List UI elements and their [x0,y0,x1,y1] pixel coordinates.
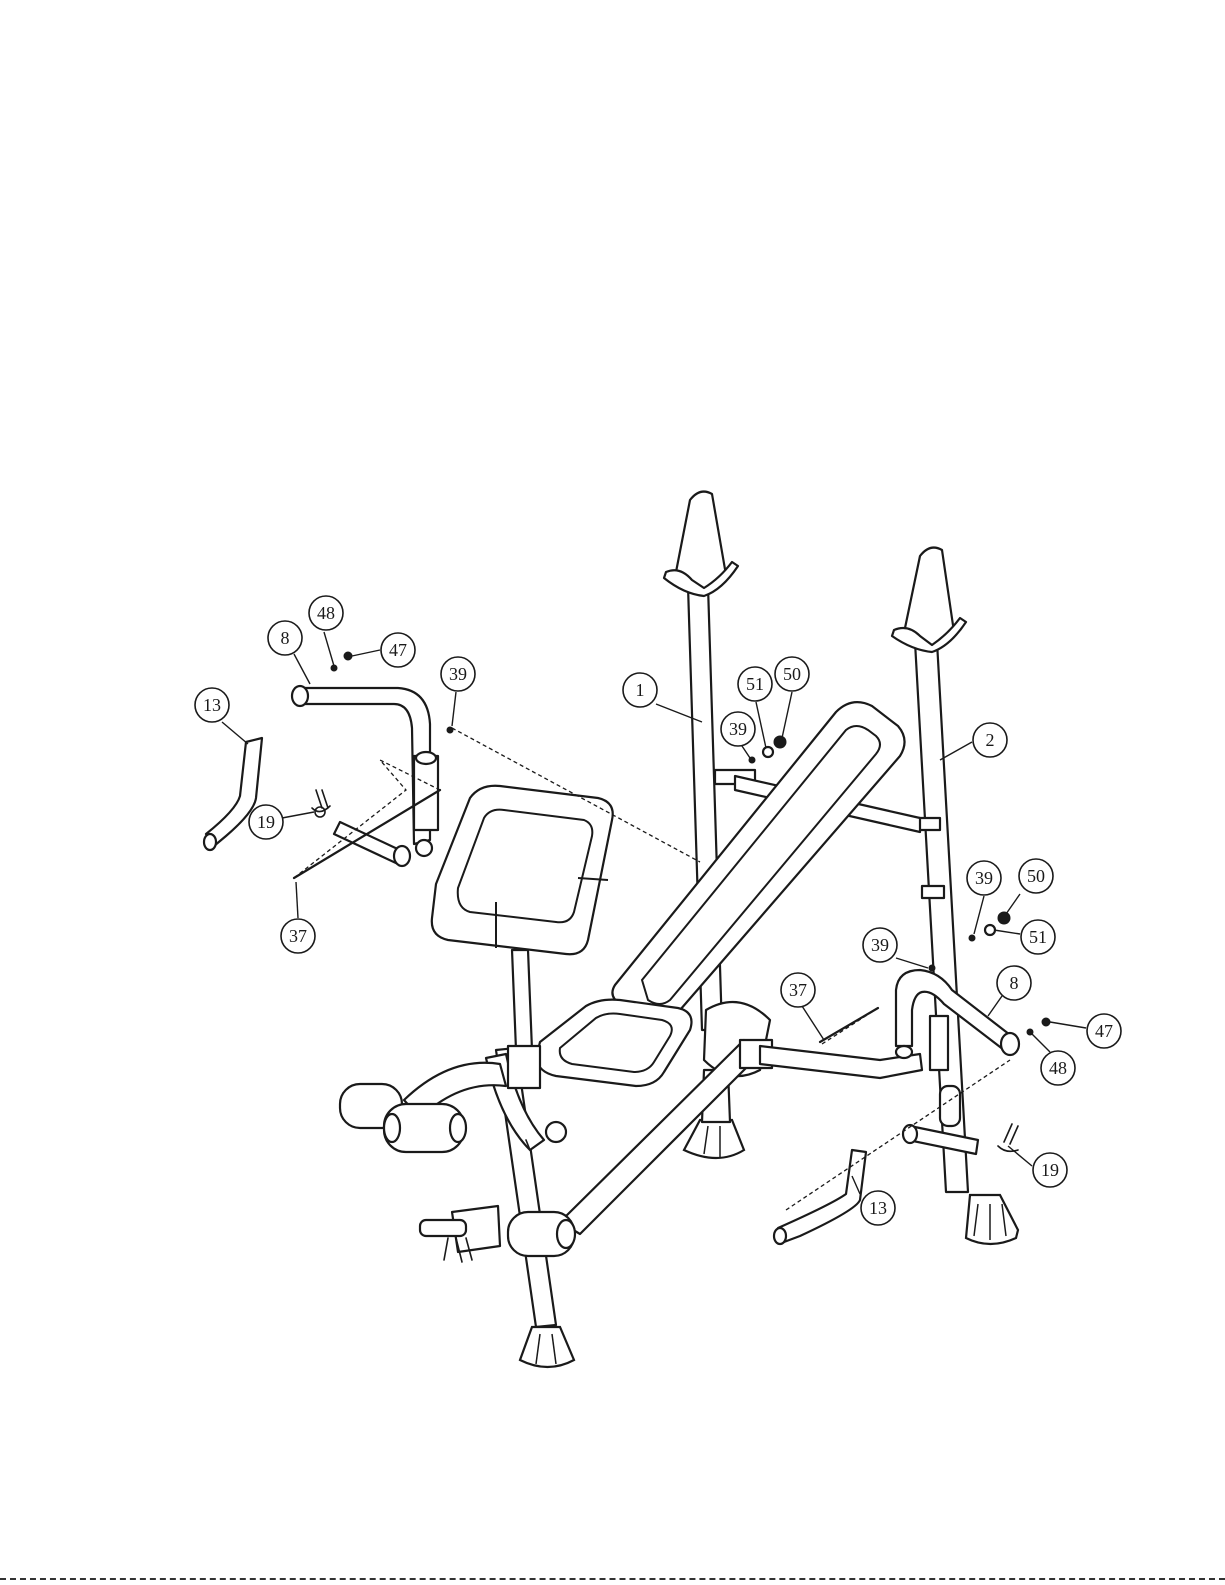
svg-text:1: 1 [636,680,645,700]
front-leg-bracket [508,1046,540,1088]
svg-text:8: 8 [1010,973,1019,993]
callout-47-left: 47 [381,633,415,667]
callout-37-right: 37 [781,973,815,1007]
right-nut-39-lower [929,965,935,971]
svg-text:47: 47 [1095,1021,1113,1041]
upright-2-foot [966,1195,1018,1244]
right-arm-sleeve [930,1016,948,1070]
upright-2-bracket-upper [918,818,940,830]
callout-8-left: 8 [268,621,302,655]
svg-text:47: 47 [389,640,407,660]
callout-19-left: 19 [249,805,283,839]
svg-text:19: 19 [257,812,275,832]
front-leg-foot [520,1327,574,1367]
right-nut-47 [1042,1018,1050,1026]
front-leg [486,1046,574,1367]
svg-text:39: 39 [975,868,993,888]
left-pin-19 [312,790,410,866]
mid-washer-51 [763,747,773,757]
svg-text:13: 13 [869,1198,887,1218]
svg-text:19: 19 [1041,1160,1059,1180]
front-pad-post [512,950,532,1050]
front-pad [432,786,613,954]
left-nut-47 [344,652,352,660]
callout-50-right: 50 [1019,859,1053,893]
left-arm-8 [292,686,438,856]
right-handle-13 [778,1150,866,1242]
callout-2: 2 [973,723,1007,757]
right-nut-39-upper [969,935,975,941]
upright-2-bracket-lower [922,886,944,898]
right-washer-51 [985,925,995,935]
callout-13-right: 13 [861,1191,895,1225]
right-knob-50 [998,912,1010,924]
svg-text:50: 50 [1027,866,1045,886]
callout-39-mid: 39 [721,712,755,746]
callout-39-right-upper: 39 [967,861,1001,895]
callout-1: 1 [623,673,657,707]
svg-text:8: 8 [281,628,290,648]
svg-text:51: 51 [746,674,764,694]
callout-51-right: 51 [1021,920,1055,954]
backrest-pad [612,702,904,1021]
svg-text:2: 2 [986,730,995,750]
callout-50-top: 50 [775,657,809,691]
callout-48-left: 48 [309,596,343,630]
seat-pad [536,1000,692,1086]
svg-text:50: 50 [783,664,801,684]
page-bottom-rule [0,1578,1225,1580]
svg-text:51: 51 [1029,927,1047,947]
leg-lift-arm [340,1063,506,1152]
svg-text:48: 48 [317,603,335,623]
callout-47-right: 47 [1087,1014,1121,1048]
callout-51-top: 51 [738,667,772,701]
callout-37-left: 37 [281,919,315,953]
svg-text:39: 39 [449,664,467,684]
svg-text:39: 39 [729,719,747,739]
svg-text:48: 48 [1049,1058,1067,1078]
svg-text:37: 37 [289,926,307,946]
callout-13-left: 13 [195,688,229,722]
adjust-knob [546,1122,566,1142]
callout-19-right: 19 [1033,1153,1067,1187]
callout-48-right: 48 [1041,1051,1075,1085]
lower-roller [420,1206,575,1262]
rear-center-foot [684,1120,744,1158]
callout-39-right-lower: 39 [863,928,897,962]
svg-text:37: 37 [789,980,807,1000]
callout-39-left: 39 [441,657,475,691]
svg-text:39: 39 [871,935,889,955]
mid-knob-50 [774,736,786,748]
svg-text:13: 13 [203,695,221,715]
callout-8-right: 8 [997,966,1031,1000]
